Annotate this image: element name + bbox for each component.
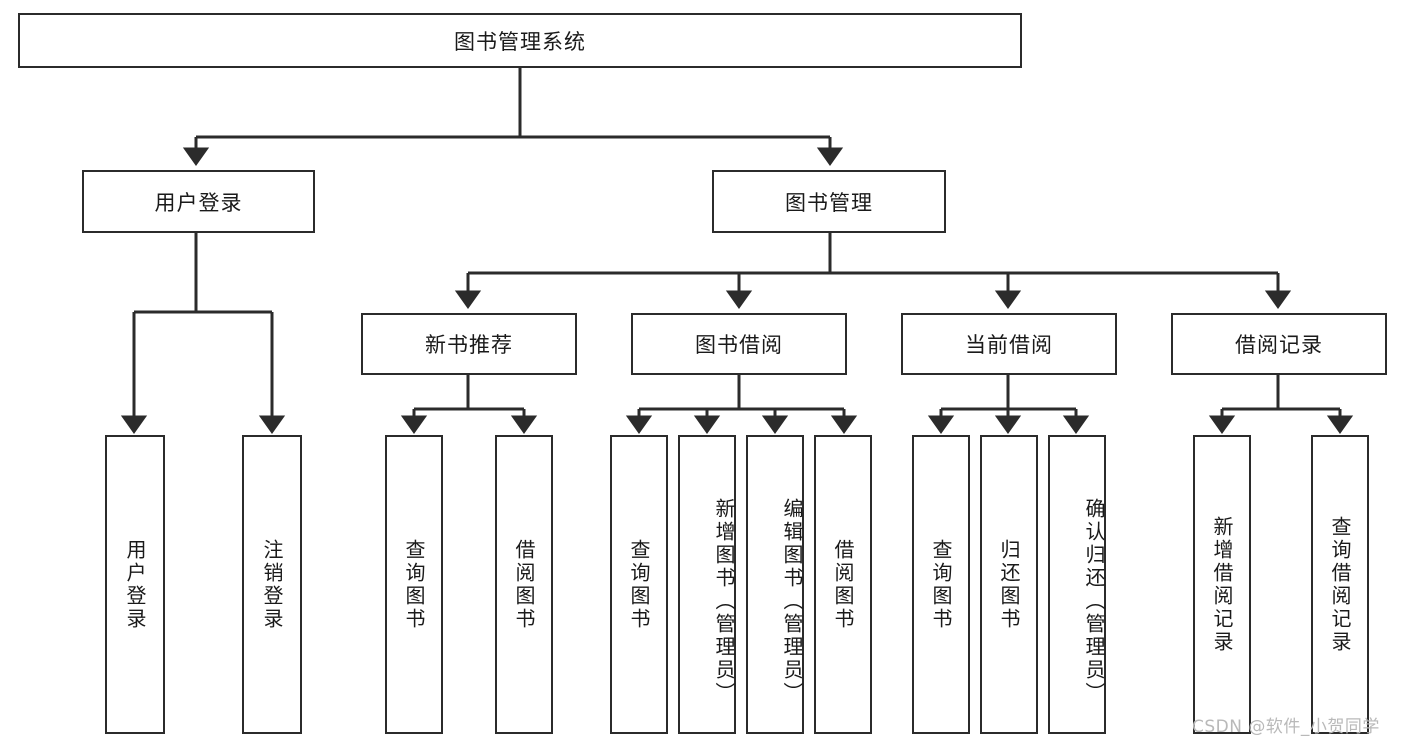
node-borrow-record[interactable]: 借阅记录 bbox=[1171, 313, 1387, 375]
leaf-confirm-return-admin[interactable]: 确认归还（管理员） bbox=[1048, 435, 1106, 734]
leaf-logout[interactable]: 注销登录 bbox=[242, 435, 302, 734]
node-root[interactable]: 图书管理系统 bbox=[18, 13, 1022, 68]
leaf-borrow-book[interactable]: 借阅图书 bbox=[814, 435, 872, 734]
node-user-login[interactable]: 用户登录 bbox=[82, 170, 315, 233]
leaf-add-book-admin[interactable]: 新增图书（管理员） bbox=[678, 435, 736, 734]
leaf-query-book-borrow[interactable]: 查询图书 bbox=[610, 435, 668, 734]
leaf-edit-book-admin[interactable]: 编辑图书（管理员） bbox=[746, 435, 804, 734]
watermark-text: CSDN @软件_小贺同学 bbox=[1192, 717, 1380, 737]
node-book-borrow[interactable]: 图书借阅 bbox=[631, 313, 847, 375]
node-current-borrow[interactable]: 当前借阅 bbox=[901, 313, 1117, 375]
node-new-book-recommend[interactable]: 新书推荐 bbox=[361, 313, 577, 375]
leaf-borrow-book-recommend[interactable]: 借阅图书 bbox=[495, 435, 553, 734]
leaf-add-borrow-record[interactable]: 新增借阅记录 bbox=[1193, 435, 1251, 734]
leaf-query-borrow-record[interactable]: 查询借阅记录 bbox=[1311, 435, 1369, 734]
node-book-management[interactable]: 图书管理 bbox=[712, 170, 946, 233]
leaf-query-book-recommend[interactable]: 查询图书 bbox=[385, 435, 443, 734]
leaf-return-book[interactable]: 归还图书 bbox=[980, 435, 1038, 734]
leaf-user-login[interactable]: 用户登录 bbox=[105, 435, 165, 734]
leaf-query-book-current[interactable]: 查询图书 bbox=[912, 435, 970, 734]
